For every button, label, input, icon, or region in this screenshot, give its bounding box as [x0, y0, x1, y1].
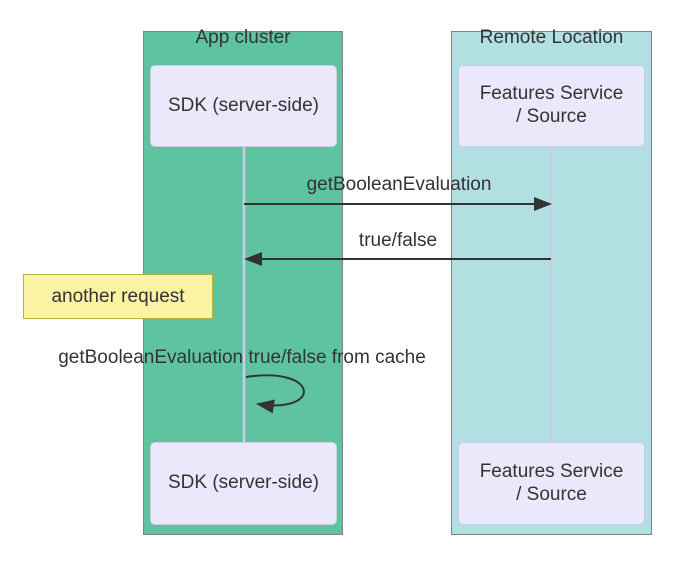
- participant-features-service-top-label-line2: / Source: [516, 106, 587, 127]
- participant-features-service-bottom-label-line2: / Source: [516, 483, 587, 505]
- group-app-cluster-label: App cluster: [195, 27, 291, 48]
- participant-features-service-bottom-label-line1: Features Service: [479, 460, 624, 482]
- message-label-cache: getBooleanEvaluation true/false from cac…: [58, 347, 426, 368]
- participant-features-service-top: Features Service / Source: [458, 65, 645, 147]
- participant-features-service-top-label-line1: Features Service: [479, 83, 624, 105]
- participant-sdk-top-label: SDK (server-side): [168, 94, 319, 116]
- message-label-true-false: true/false: [358, 230, 438, 251]
- participant-features-service-bottom: Features Service / Source: [458, 442, 645, 525]
- participant-sdk-bottom-label: SDK (server-side): [168, 472, 319, 494]
- participant-sdk-top: SDK (server-side): [150, 65, 337, 147]
- participant-sdk-bottom: SDK (server-side): [150, 442, 337, 525]
- note-another-request-label: another request: [51, 285, 185, 307]
- note-another-request: another request: [23, 274, 213, 319]
- message-label-get-boolean-evaluation: getBooleanEvaluation: [306, 174, 492, 195]
- group-remote-location-label: Remote Location: [479, 27, 624, 48]
